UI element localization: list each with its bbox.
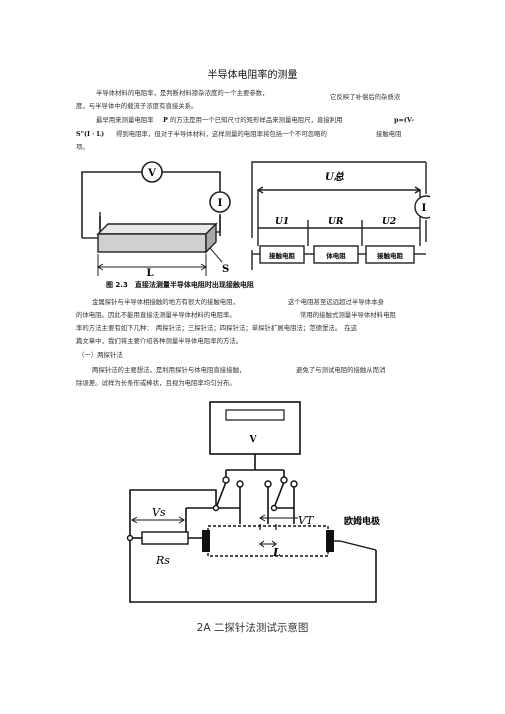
para1-line1a: 半导体材料的电阻率，是判断材料掺杂浓度的一个主要参数，	[96, 89, 269, 97]
para2-formula2: S"(I · L)	[76, 130, 105, 138]
para2-rho: P	[163, 116, 168, 124]
para2-line2c: 接触电阻	[376, 130, 402, 138]
para3-line1a: 金属探针与半导体相接触的地方有很大的接触电阻，	[92, 298, 239, 306]
vt-label: VT	[298, 514, 315, 527]
para2-line1b: 的方法是用一个已知尺寸的矩形样品来测量电阻尺，直接利用	[170, 116, 343, 124]
para2-formula1: p=(V-	[394, 116, 414, 124]
voltmeter-v-label-2: V	[249, 435, 258, 445]
para3-line2a: 的体电阻。因此不能用直接法测量半导体材料的电阻率。	[76, 311, 236, 319]
figure2-caption: 2A 二探针法测试示意图	[196, 622, 309, 634]
voltmeter-display	[225, 409, 285, 421]
cross-section-s-label: S	[222, 264, 229, 275]
ohmic-electrode-right	[326, 530, 334, 552]
para1-line1b: 它反映了补偿后的杂质浓	[330, 93, 401, 101]
ohmic-electrode-left	[202, 530, 210, 552]
sample-block	[96, 222, 218, 254]
box2-text: 体电阻	[326, 251, 346, 260]
reference-resistor-rs	[141, 531, 189, 545]
figure-2-3-direct-method-diagram: V I L S U总 U1	[70, 154, 430, 294]
page-title: 半导体电阻率的测量	[207, 70, 298, 81]
ohmic-electrode-label: 欧姆电极	[344, 515, 381, 527]
ammeter-circle-right: I	[414, 195, 430, 219]
para2-line1a: 最早用来测量电阻率	[96, 116, 154, 124]
l-label-fig2: L	[272, 546, 281, 559]
u1-label: U1	[275, 217, 289, 227]
box3-text: 接触电阻	[377, 251, 404, 260]
para3-line3: 率的方法主要有如下几种： 两探针法；三探针法；四探针法；单探针扩展电阻法；范德堡…	[76, 324, 358, 332]
para4-line1b: 避免了与测试电阻的接触从而消	[296, 366, 386, 374]
u-total-label: U总	[325, 171, 345, 183]
section-two-probe-heading: （一）两探针法	[78, 351, 123, 359]
para3-line4: 篇文章中，我们将主要介绍各种测量半导体电阻率的方法。	[76, 337, 243, 345]
length-l-label: L	[146, 268, 153, 279]
para2-line3: 项。	[76, 143, 89, 151]
u2-label: U2	[382, 217, 396, 227]
voltmeter-v-label: V	[147, 168, 156, 179]
ammeter-circle-left: I	[209, 191, 231, 213]
figure1-caption: 图 2.3 直接法测量半导体电阻时出现接触电阻	[106, 281, 254, 289]
figure-two-probe-diagram: V Vs Rs VT L 欧姆电极	[126, 401, 381, 603]
para2-line2b: 得到电阻率，但对于半导体材料，这样测量的电阻率将包括一个不可忽略的	[116, 130, 327, 138]
vs-label: Vs	[152, 506, 166, 519]
sample-rod	[207, 525, 329, 557]
ammeter-i-label: I	[218, 198, 223, 209]
para4-line1a: 两探针法的主要想法，是利用探针与体电阻直接接触，	[92, 366, 246, 374]
voltmeter-circle-left: V	[141, 161, 163, 183]
para1-line2: 度，与半导体中的载流子浓度有直接关系。	[76, 102, 198, 110]
para4-line2: 除误差。试样为长条形或棒状，且视为电阻率均匀分布。	[76, 379, 236, 387]
para3-line1b: 这个电阻甚至远远超过半导体本身	[288, 298, 384, 306]
ammeter-right-i-label: I	[422, 203, 427, 214]
para3-line2b: 常用的接触式测量半导体材料电阻	[300, 311, 396, 319]
ur-label: UR	[328, 217, 344, 227]
rs-label: Rs	[155, 554, 170, 567]
box1-text: 接触电阻	[269, 251, 296, 260]
